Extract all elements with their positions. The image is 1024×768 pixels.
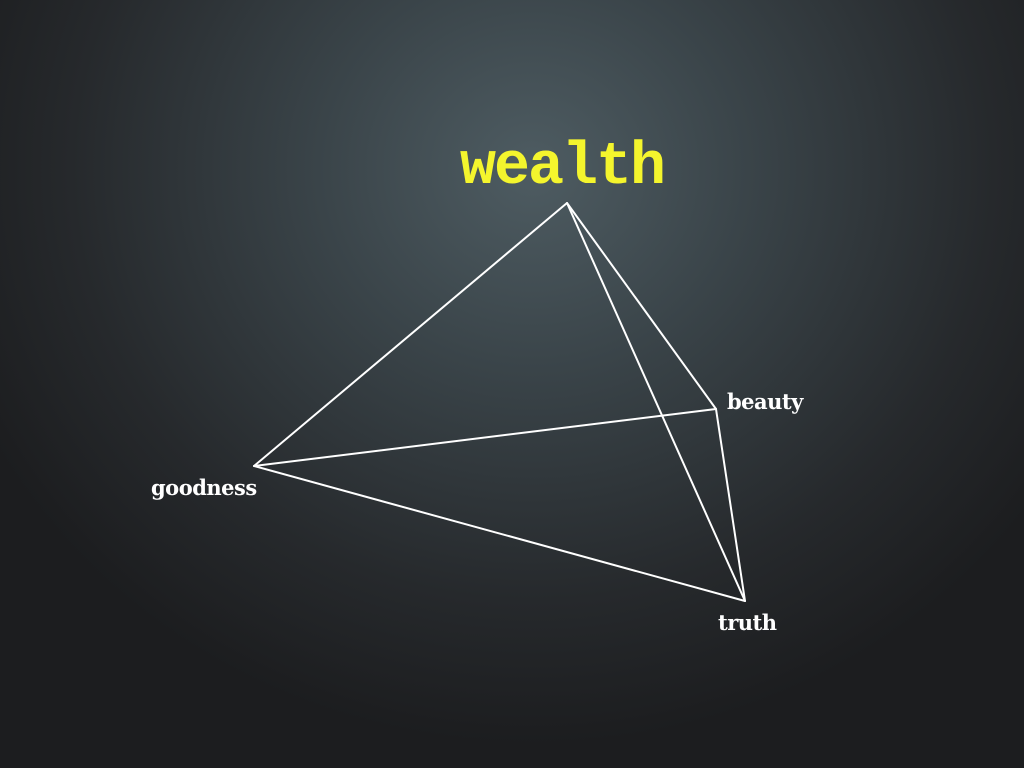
edge-top-left xyxy=(253,202,568,467)
node-label-wealth: wealth xyxy=(460,134,666,202)
node-label-goodness: goodness xyxy=(151,475,257,500)
node-label-truth: truth xyxy=(718,610,777,635)
edge-left-bottom xyxy=(253,465,746,602)
edge-top-bottom xyxy=(566,202,746,602)
edge-left-right xyxy=(253,408,717,467)
edge-top-right xyxy=(566,202,717,410)
edge-right-bottom xyxy=(715,408,746,602)
node-label-beauty: beauty xyxy=(727,389,803,414)
